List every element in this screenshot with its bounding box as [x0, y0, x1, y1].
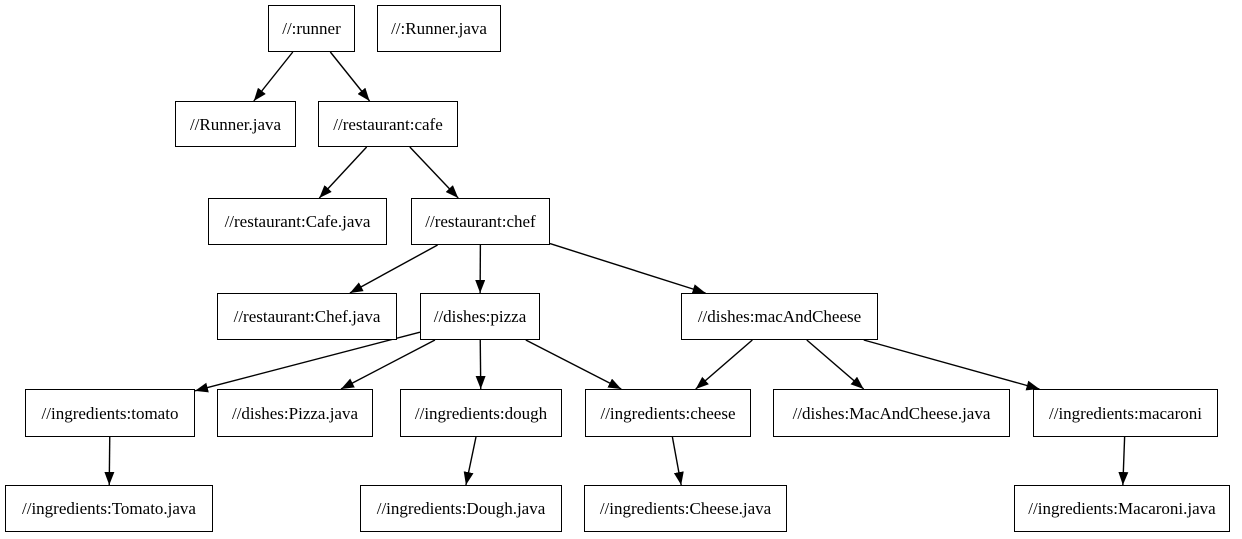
edge-pizza-to-dough — [475, 339, 486, 390]
graph-node-cafe: //restaurant:cafe — [318, 101, 458, 147]
graph-node-runner-java: //Runner.java — [175, 101, 296, 147]
edge-cafe-to-cafe-java — [318, 146, 368, 199]
edge-pizza-to-tomato — [194, 331, 421, 393]
graph-node-mac-and-cheese-java: //dishes:MacAndCheese.java — [773, 389, 1010, 437]
graph-node-macaroni: //ingredients:macaroni — [1033, 389, 1218, 437]
graph-node-tomato-java: //ingredients:Tomato.java — [5, 485, 213, 532]
graph-node-pizza-java: //dishes:Pizza.java — [217, 389, 373, 437]
edge-cafe-to-chef — [409, 146, 459, 199]
edge-runner-to-runner-java — [253, 51, 294, 102]
graph-node-cheese-java: //ingredients:Cheese.java — [584, 485, 787, 532]
edge-tomato-to-tomato-java — [104, 436, 115, 486]
edge-macaroni-to-macaroni-java — [1118, 436, 1129, 486]
graph-node-chef: //restaurant:chef — [411, 198, 550, 245]
graph-node-tomato: //ingredients:tomato — [25, 389, 195, 437]
edge-mac-and-cheese-to-macaroni — [863, 339, 1040, 391]
graph-node-runner: //:runner — [268, 5, 355, 52]
edge-mac-and-cheese-to-cheese — [695, 339, 753, 390]
graph-node-root-runner-java: //:Runner.java — [377, 5, 501, 52]
edge-cheese-to-cheese-java — [671, 436, 684, 486]
edge-pizza-to-cheese — [525, 339, 622, 390]
graph-node-dough: //ingredients:dough — [400, 389, 562, 437]
edge-dough-to-dough-java — [463, 436, 477, 486]
edge-chef-to-chef-java — [349, 244, 438, 294]
graph-node-macaroni-java: //ingredients:Macaroni.java — [1014, 485, 1230, 532]
edge-group — [104, 51, 1129, 486]
graph-node-pizza: //dishes:pizza — [420, 293, 540, 340]
graph-node-mac-and-cheese: //dishes:macAndCheese — [681, 293, 878, 340]
edge-mac-and-cheese-to-mac-and-cheese-java — [806, 339, 865, 390]
graph-node-chef-java: //restaurant:Chef.java — [217, 293, 397, 340]
edge-chef-to-mac-and-cheese — [549, 242, 706, 294]
graph-node-cheese: //ingredients:cheese — [585, 389, 751, 437]
edge-runner-to-cafe — [329, 51, 371, 102]
graph-node-cafe-java: //restaurant:Cafe.java — [208, 198, 387, 245]
graph-node-dough-java: //ingredients:Dough.java — [360, 485, 562, 532]
edge-pizza-to-pizza-java — [340, 339, 436, 390]
